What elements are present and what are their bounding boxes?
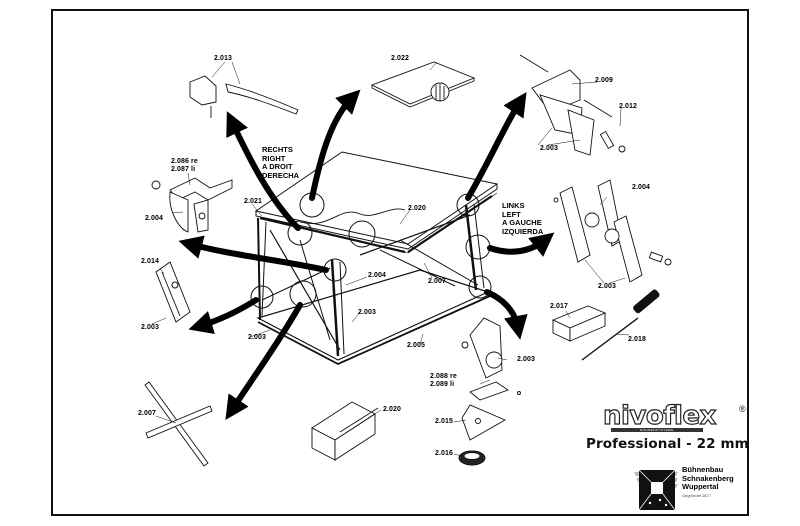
screwdriver-part [581,289,660,361]
part-label-2005: 2.005 [407,342,426,349]
part-label-2020-profile: 2.020 [383,406,402,413]
locking-lever-part [189,75,299,118]
part-label-2003-foot: 2.003 [517,356,536,363]
part-label-2015: 2.015 [435,418,454,425]
part-label-2013: 2.013 [214,55,233,62]
cross-brace-part [144,381,213,467]
part-label-2003-right: 2.003 [598,283,617,290]
direction-label-right: RECHTS RIGHT A DROIT DERECHA [262,145,300,180]
part-label-2022: 2.022 [391,55,410,62]
frame-profile-part [311,401,379,461]
direction-label-left: LINKS LEFT A GAUCHE IZQUIERDA [502,201,544,236]
hinge-assembly-top-right [519,54,626,156]
arrow-to-hinge-right [465,91,527,201]
part-label-2009: 2.009 [595,77,614,84]
part-label-2021: 2.021 [244,198,263,205]
part-label-2003-top: 2.003 [540,145,559,152]
arrow-to-hinge-left [487,232,555,257]
brand-logo: nivoflex ® BÜHNENSYSTEME [602,401,753,438]
company-block: Bühnenbau Schnakenberg Wuppertal Gegründ… [682,465,734,500]
arrow-to-foot [484,289,528,340]
part-label-2016: 2.016 [435,450,454,457]
callout-arrows [178,89,555,421]
arrow-to-deck [309,89,361,201]
part-label-2017: 2.017 [550,303,569,310]
hinge-assembly-right [553,179,672,283]
foot-assembly-part [458,317,521,466]
part-label-2018: 2.018 [628,336,647,343]
part-label-2088: 2.088 re [430,373,457,380]
company-line-1: Bühnenbau [682,465,724,474]
company-line-3: Wuppertal [682,482,719,491]
main-platform-assembly [250,151,499,366]
company-founded: Gegründet 1877 [682,492,711,498]
part-label-2020-frame: 2.020 [408,205,427,212]
part-label-2004-frame: 2.004 [368,272,387,279]
part-label-2007-brace: 2.007 [138,410,157,417]
part-label-2089: 2.089 li [430,381,455,388]
part-label-2003-clip: 2.003 [141,324,160,331]
connector-part [551,305,607,342]
part-label-2006: 2.003 [248,334,267,341]
registered-mark: ® [739,404,746,414]
company-line-2: Schnakenberg [682,473,734,483]
arrow-to-clip [188,297,259,335]
part-label-2014: 2.014 [141,258,160,265]
arrow-to-corner [178,235,329,273]
leader-lines [151,61,630,457]
part-label-2087: 2.087 li [171,166,196,173]
part-label-2086: 2.086 re [171,158,198,165]
part-label-2007-frame: 2.007 [428,278,447,285]
arrow-to-brace [225,302,303,421]
company-logo-emblem [634,469,678,511]
brand-wordmark: nivoflex [602,401,717,431]
part-label-2004-corner: 2.004 [145,215,164,222]
clip-part [155,261,191,323]
brand-subline: BÜHNENSYSTEME [611,428,703,432]
part-label-2003-frame: 2.003 [358,309,377,316]
product-title: Professional - 22 mm [586,436,749,452]
arrow-to-lever [226,111,301,231]
corner-bracket-part [151,177,233,233]
part-label-2012: 2.012 [619,103,638,110]
part-label-2004-right: 2.004 [632,184,651,191]
deck-board-part [370,61,476,108]
